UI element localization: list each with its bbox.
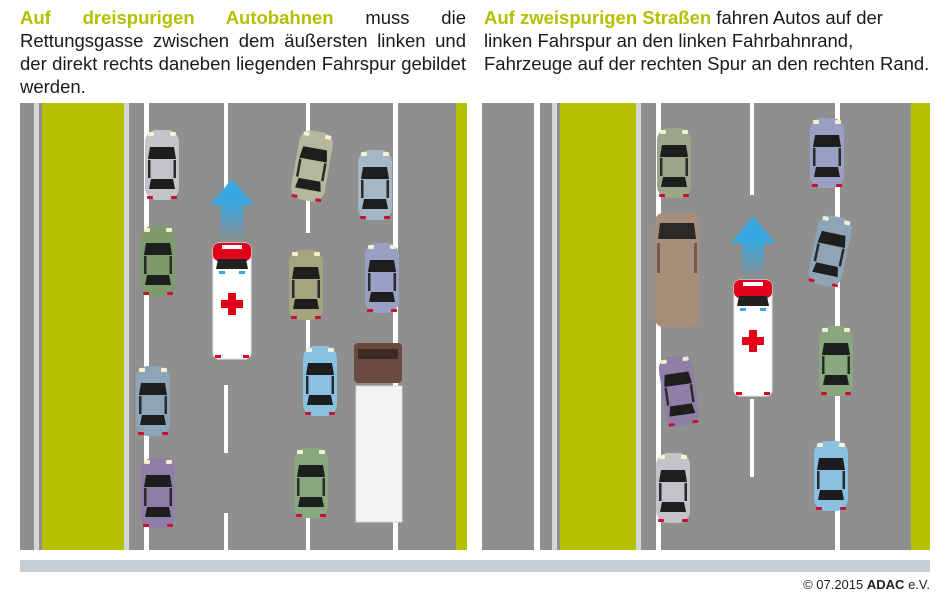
- caption-two-lane-highlight: Auf zweispurigen Straßen: [484, 7, 712, 28]
- car: [814, 441, 848, 511]
- ambulance: [733, 279, 773, 397]
- car: [657, 128, 691, 198]
- two-lane-road-illustration: [482, 103, 930, 550]
- car: [145, 130, 179, 200]
- median-strip: [42, 103, 124, 550]
- right-verge: [456, 103, 467, 550]
- left-edge-line: [144, 103, 149, 550]
- car: [806, 213, 854, 289]
- car: [358, 150, 392, 220]
- car: [141, 458, 175, 528]
- right-edge-line: [393, 103, 398, 550]
- van: [655, 213, 699, 327]
- car: [365, 243, 399, 313]
- ambulance: [212, 242, 252, 360]
- three-lane-road-illustration: [20, 103, 467, 550]
- left-shoulder: [20, 103, 32, 550]
- caption-two-lane: Auf zweispurigen Straßen fahren Autos au…: [484, 6, 930, 75]
- two-lane-road-diagram: [482, 103, 930, 550]
- left-edge-line: [656, 103, 661, 550]
- caption-three-lane-text: muss die Rettungsgasse zwischen dem äuße…: [20, 7, 466, 97]
- truck: [354, 343, 403, 523]
- car: [657, 353, 701, 429]
- car: [819, 326, 853, 396]
- three-lane-road-diagram: [20, 103, 467, 550]
- caption-three-lane: Auf dreispurigen Autobahnen muss die Ret…: [20, 6, 466, 98]
- arrow-up-icon: [210, 179, 254, 243]
- car: [294, 448, 328, 518]
- caption-three-lane-highlight: Auf dreispurigen Autobahnen: [20, 7, 334, 28]
- separator-line: [534, 103, 540, 550]
- car: [656, 453, 690, 523]
- car: [810, 118, 844, 188]
- copyright-text: © 07.2015: [803, 577, 864, 592]
- median-strip: [560, 103, 636, 550]
- car: [141, 226, 175, 296]
- caption-two-lane-text: fahren Autos auf der linken Fahrspur an …: [484, 7, 930, 74]
- lane-divider: [750, 103, 754, 477]
- brand-name: ADAC: [866, 577, 905, 592]
- car: [289, 250, 323, 320]
- car: [303, 346, 337, 416]
- bottom-bar: [20, 560, 930, 572]
- footer-credit: © 07.2015 ADAC e.V.: [803, 577, 930, 592]
- car: [136, 366, 170, 436]
- right-verge: [911, 103, 930, 550]
- brand-suffix: e.V.: [908, 577, 930, 592]
- car: [289, 128, 335, 204]
- arrow-up-icon: [731, 216, 775, 279]
